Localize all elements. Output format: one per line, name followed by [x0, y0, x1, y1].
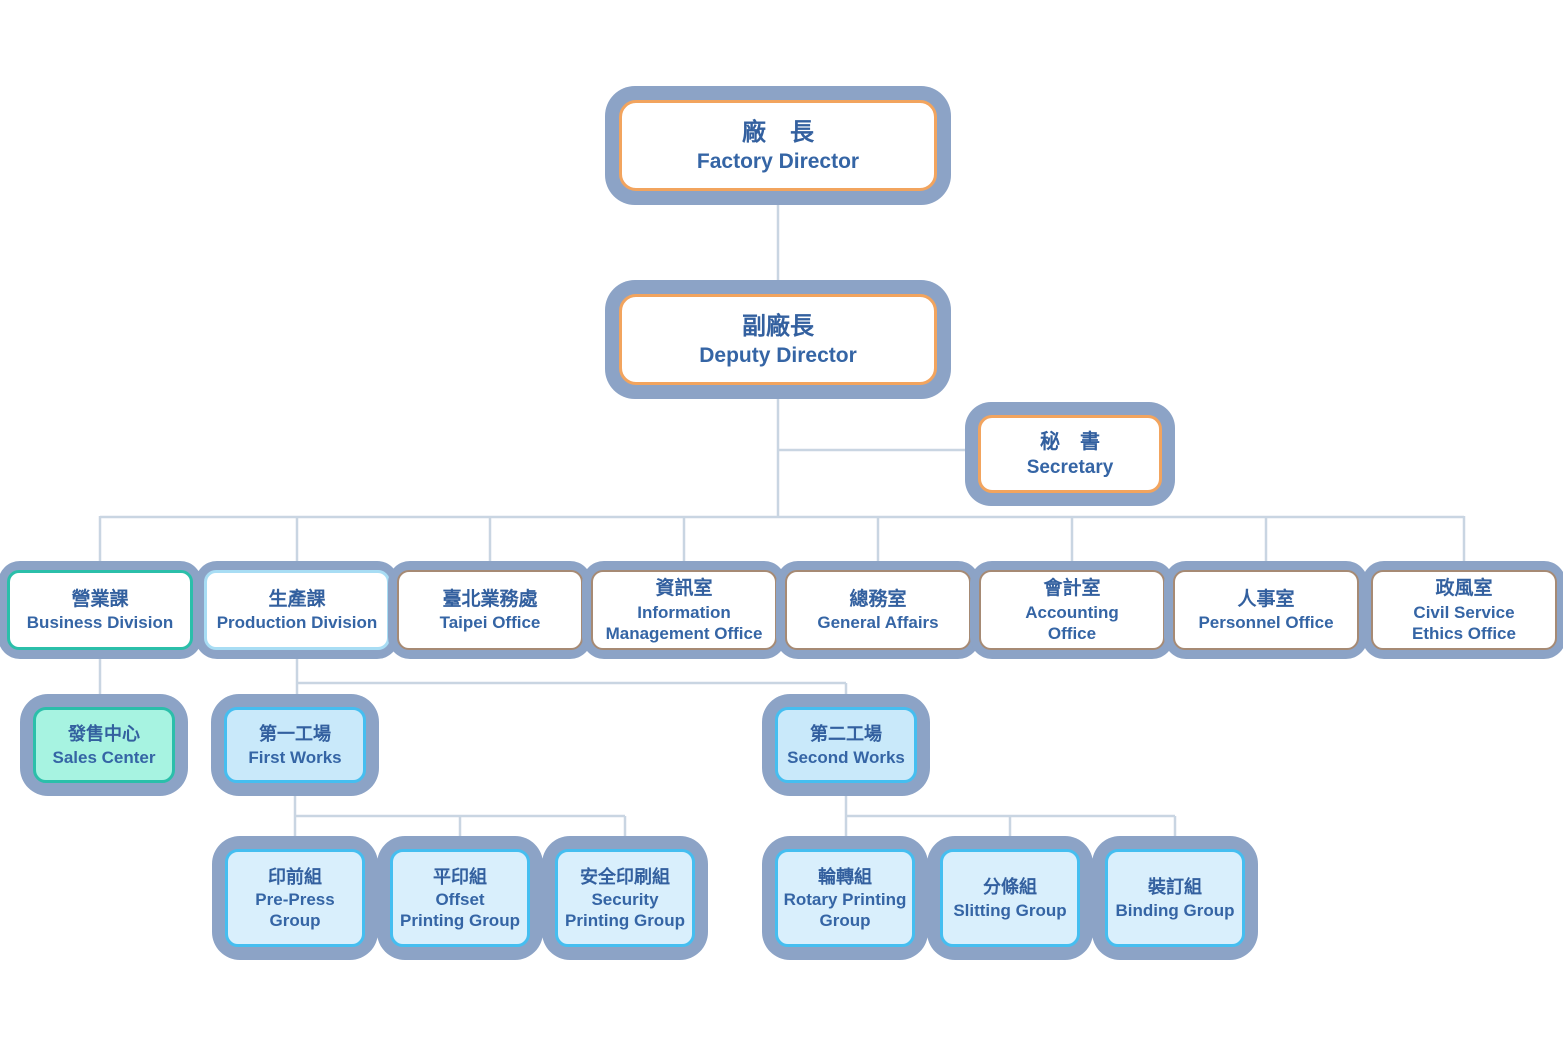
node-general-affairs: 總務室 General Affairs [776, 561, 980, 659]
first-works-label-zh: 第一工場 [259, 724, 331, 745]
taipei-office-label-en: Taipei Office [439, 613, 541, 633]
taipei-office-label-zh: 臺北業務處 [442, 588, 538, 610]
business-division-label-zh: 營業課 [71, 588, 129, 610]
ethics-office-label-en: Civil Service Ethics Office [1412, 602, 1516, 643]
general-affairs-label-zh: 總務室 [849, 588, 907, 610]
security-printing-group-label-zh: 安全印刷組 [580, 866, 670, 887]
deputy-director-label-en: Deputy Director [699, 344, 857, 368]
sales-center-label-zh: 發售中心 [68, 724, 140, 745]
node-pre-press-group: 印前組 Pre-Press Group [212, 836, 378, 960]
deputy-director-label-zh: 副廠長 [742, 312, 814, 340]
business-division-label-en: Business Division [26, 613, 174, 633]
first-works-label-en: First Works [248, 747, 342, 767]
accounting-office-label-zh: 會計室 [1043, 577, 1101, 599]
node-security-printing-group: 安全印刷組 Security Printing Group [542, 836, 708, 960]
node-binding-group: 裝訂組 Binding Group [1092, 836, 1258, 960]
offset-printing-group-label-en: Offset Printing Group [400, 889, 520, 931]
node-rotary-printing-group: 輪轉組 Rotary Printing Group [762, 836, 928, 960]
general-affairs-label-en: General Affairs [817, 613, 939, 633]
rotary-printing-group-label-en: Rotary Printing Group [783, 889, 907, 931]
node-deputy-director: 副廠長 Deputy Director [605, 280, 951, 399]
production-division-label-en: Production Division [216, 613, 378, 633]
node-taipei-office: 臺北業務處 Taipei Office [388, 561, 592, 659]
node-accounting-office: 會計室 Accounting Office [970, 561, 1174, 659]
node-ethics-office: 政風室 Civil Service Ethics Office [1362, 561, 1563, 659]
node-offset-printing-group: 平印組 Offset Printing Group [377, 836, 543, 960]
second-works-label-zh: 第二工場 [810, 724, 882, 745]
offset-printing-group-label-zh: 平印組 [433, 866, 487, 887]
personnel-office-label-zh: 人事室 [1237, 588, 1295, 610]
secretary-label-zh: 秘 書 [1040, 430, 1100, 453]
sales-center-label-en: Sales Center [52, 747, 156, 767]
information-office-label-en: Information Management Office [605, 602, 763, 643]
node-slitting-group: 分條組 Slitting Group [927, 836, 1093, 960]
node-sales-center: 發售中心 Sales Center [20, 694, 188, 796]
node-factory-director: 廠 長 Factory Director [605, 86, 951, 205]
node-personnel-office: 人事室 Personnel Office [1164, 561, 1368, 659]
node-second-works: 第二工場 Second Works [762, 694, 930, 796]
personnel-office-label-en: Personnel Office [1198, 613, 1334, 633]
node-business-division: 營業課 Business Division [0, 561, 202, 659]
information-office-label-zh: 資訊室 [655, 577, 713, 599]
node-information-office: 資訊室 Information Management Office [582, 561, 786, 659]
ethics-office-label-zh: 政風室 [1435, 577, 1493, 599]
slitting-group-label-en: Slitting Group [953, 900, 1067, 920]
pre-press-group-label-zh: 印前組 [268, 866, 322, 887]
factory-director-label-en: Factory Director [696, 150, 860, 174]
node-secretary: 秘 書 Secretary [965, 402, 1175, 506]
security-printing-group-label-en: Security Printing Group [565, 889, 685, 931]
node-production-division: 生產課 Production Division [195, 561, 399, 659]
binding-group-label-zh: 裝訂組 [1148, 877, 1202, 898]
secretary-label-en: Secretary [1026, 456, 1114, 478]
slitting-group-label-zh: 分條組 [983, 877, 1037, 898]
binding-group-label-en: Binding Group [1115, 900, 1235, 920]
rotary-printing-group-label-zh: 輪轉組 [818, 866, 872, 887]
production-division-label-zh: 生產課 [268, 588, 326, 610]
node-first-works: 第一工場 First Works [211, 694, 379, 796]
second-works-label-en: Second Works [787, 747, 905, 767]
accounting-office-label-en: Accounting Office [1025, 602, 1119, 643]
pre-press-group-label-en: Pre-Press Group [255, 889, 335, 931]
factory-director-label-zh: 廠 長 [742, 118, 814, 146]
